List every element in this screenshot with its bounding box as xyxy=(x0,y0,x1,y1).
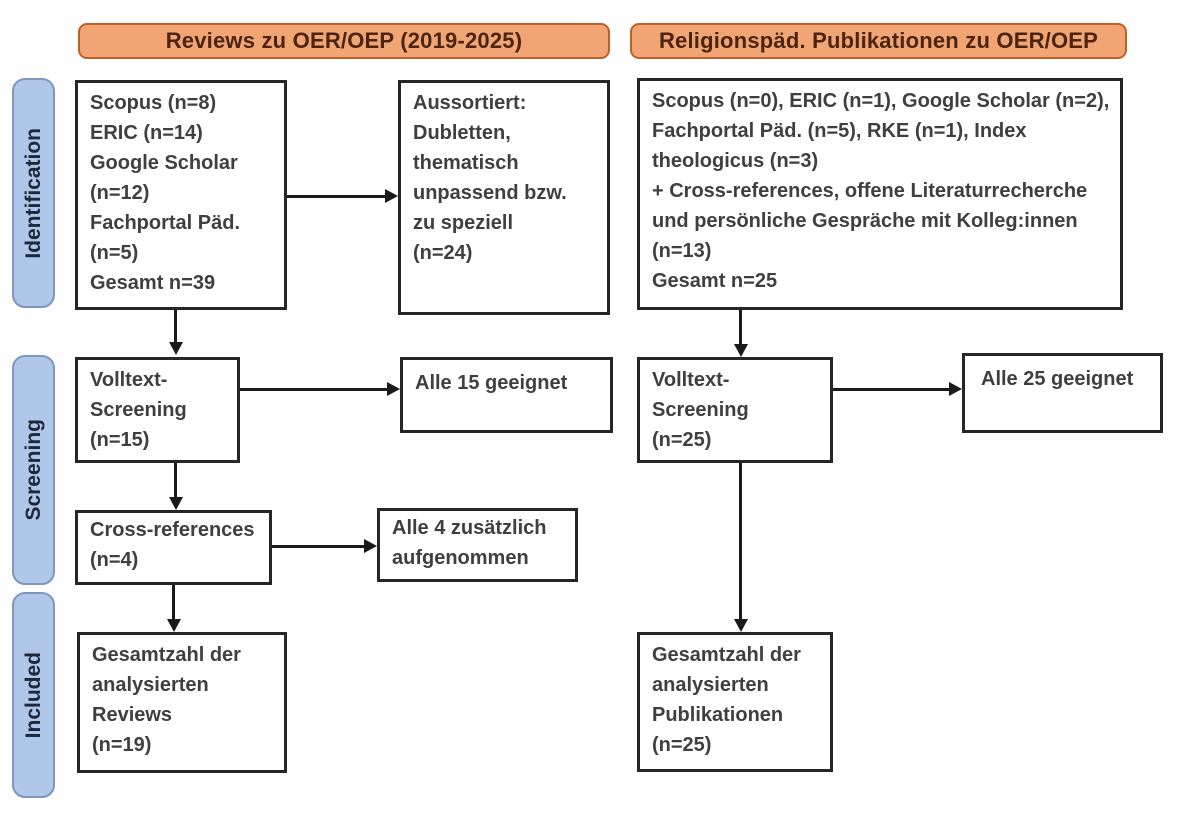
box-line: (n=15) xyxy=(90,429,150,451)
box-left-crossref-result: Alle 4 zusätzlich aufgenommen xyxy=(377,508,578,582)
box-line: Gesamtzahl der xyxy=(652,644,801,666)
box-line: Cross-references xyxy=(90,519,255,541)
arrow-right-icon xyxy=(387,382,400,396)
arrow-line xyxy=(287,195,385,198)
box-line: (n=19) xyxy=(92,734,152,756)
box-line: analysierten xyxy=(92,674,209,696)
arrow-line xyxy=(833,388,949,391)
box-line: Google Scholar xyxy=(90,152,238,174)
box-line: Screening xyxy=(652,399,749,421)
arrow-down-icon xyxy=(734,619,748,632)
box-left-sources: Scopus (n=8) ERIC (n=14) Google Scholar … xyxy=(75,80,287,310)
stage-label-screening-text: Screening xyxy=(21,419,45,521)
box-right-fulltext-screening: Volltext- Screening (n=25) xyxy=(637,357,833,463)
box-line: (n=12) xyxy=(90,182,150,204)
box-line: ERIC (n=14) xyxy=(90,122,203,144)
stage-label-included: Included xyxy=(12,592,55,798)
box-line: aufgenommen xyxy=(392,547,529,569)
box-line: Aussortiert: xyxy=(413,92,527,114)
box-line: Dubletten, xyxy=(413,122,511,144)
box-line: Alle 15 geeignet xyxy=(415,372,568,394)
box-line: Scopus (n=8) xyxy=(90,92,217,114)
box-line: Fachportal Päd. (n=5), RKE (n=1), Index xyxy=(652,120,1027,142)
box-line: Scopus (n=0), ERIC (n=1), Google Scholar… xyxy=(652,90,1110,112)
box-line: und persönliche Gespräche mit Kolleg:inn… xyxy=(652,210,1078,232)
arrow-line xyxy=(174,310,177,342)
stage-label-included-text: Included xyxy=(21,651,45,739)
box-left-fulltext-screening: Volltext- Screening (n=15) xyxy=(75,357,240,463)
column-header-religionspaed: Religionspäd. Publikationen zu OER/OEP xyxy=(630,23,1127,59)
arrow-line xyxy=(240,388,387,391)
box-line: unpassend bzw. xyxy=(413,182,567,204)
arrow-down-icon xyxy=(167,619,181,632)
box-line: (n=25) xyxy=(652,429,712,451)
box-left-fulltext-result: Alle 15 geeignet xyxy=(400,357,613,433)
box-line: (n=13) xyxy=(652,240,712,262)
arrow-line xyxy=(739,463,742,619)
stage-label-identification-text: Identification xyxy=(21,127,45,259)
box-line: analysierten xyxy=(652,674,769,696)
box-line: thematisch xyxy=(413,152,519,174)
column-header-reviews: Reviews zu OER/OEP (2019-2025) xyxy=(78,23,610,59)
box-line: Gesamtzahl der xyxy=(92,644,241,666)
box-line: Gesamt n=39 xyxy=(90,272,216,294)
arrow-line xyxy=(272,545,364,548)
box-line: Volltext- xyxy=(652,369,730,391)
arrow-line xyxy=(739,310,742,344)
box-right-fulltext-result: Alle 25 geeignet xyxy=(962,353,1163,433)
box-line: Reviews xyxy=(92,704,173,726)
box-line: (n=25) xyxy=(652,734,712,756)
box-line: + Cross-references, offene Literaturrech… xyxy=(652,180,1088,202)
arrow-right-icon xyxy=(949,382,962,396)
box-line: Alle 4 zusätzlich xyxy=(392,517,547,539)
stage-label-screening: Screening xyxy=(12,355,55,585)
box-line: Screening xyxy=(90,399,187,421)
arrow-right-icon xyxy=(364,539,377,553)
box-line: (n=5) xyxy=(90,242,139,264)
arrow-line xyxy=(174,463,177,497)
box-line: Fachportal Päd. xyxy=(90,212,241,234)
box-right-sources: Scopus (n=0), ERIC (n=1), Google Scholar… xyxy=(637,78,1123,310)
box-line: Gesamt n=25 xyxy=(652,270,778,292)
box-left-excluded: Aussortiert: Dubletten, thematisch unpas… xyxy=(398,80,610,315)
box-line: (n=4) xyxy=(90,549,139,571)
column-header-religionspaed-label: Religionspäd. Publikationen zu OER/OEP xyxy=(658,28,1099,53)
box-line: Volltext- xyxy=(90,369,168,391)
box-left-included: Gesamtzahl der analysierten Reviews (n=1… xyxy=(77,632,287,773)
box-line: zu speziell xyxy=(413,212,514,234)
arrow-down-icon xyxy=(734,344,748,357)
box-left-crossref: Cross-references (n=4) xyxy=(75,510,272,585)
box-line: Alle 25 geeignet xyxy=(981,368,1134,390)
box-line: (n=24) xyxy=(413,242,473,264)
box-right-included: Gesamtzahl der analysierten Publikatione… xyxy=(637,632,833,772)
arrow-down-icon xyxy=(169,342,183,355)
box-line: Publikationen xyxy=(652,704,784,726)
arrow-line xyxy=(172,585,175,619)
arrow-down-icon xyxy=(169,497,183,510)
column-header-reviews-label: Reviews zu OER/OEP (2019-2025) xyxy=(165,28,523,53)
stage-label-identification: Identification xyxy=(12,78,55,308)
arrow-right-icon xyxy=(385,189,398,203)
box-line: theologicus (n=3) xyxy=(652,150,819,172)
